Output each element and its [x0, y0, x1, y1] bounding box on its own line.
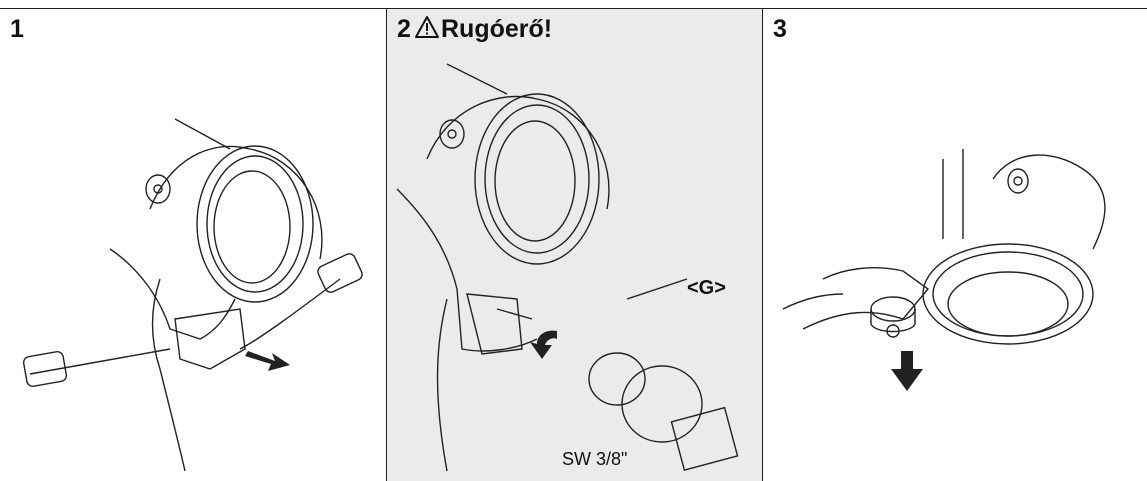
divider: [386, 9, 387, 481]
step-panel-1: 1: [0, 9, 386, 481]
illustration-spring-release: [396, 63, 739, 472]
step-panel-2: 2 Rugóerő!: [387, 9, 762, 481]
top-rule: [0, 8, 1147, 9]
warning-triangle-icon: [415, 16, 439, 38]
step-number: 2: [397, 15, 411, 43]
step-title: Rugóerő!: [441, 15, 553, 43]
arrow-icon: [245, 351, 290, 371]
illustration-remove-part: [782, 149, 1106, 391]
rotate-arrow-icon: [530, 330, 557, 359]
arrow-down-icon: [891, 351, 923, 391]
step-number: 3: [773, 15, 787, 43]
part-label-g: <G>: [687, 277, 726, 299]
illustration-remove-cover: [22, 118, 363, 472]
step-panel-3: 3: [763, 9, 1147, 481]
socket-size-label: SW 3/8": [562, 449, 628, 469]
divider: [762, 9, 763, 481]
step-number: 1: [10, 15, 24, 43]
